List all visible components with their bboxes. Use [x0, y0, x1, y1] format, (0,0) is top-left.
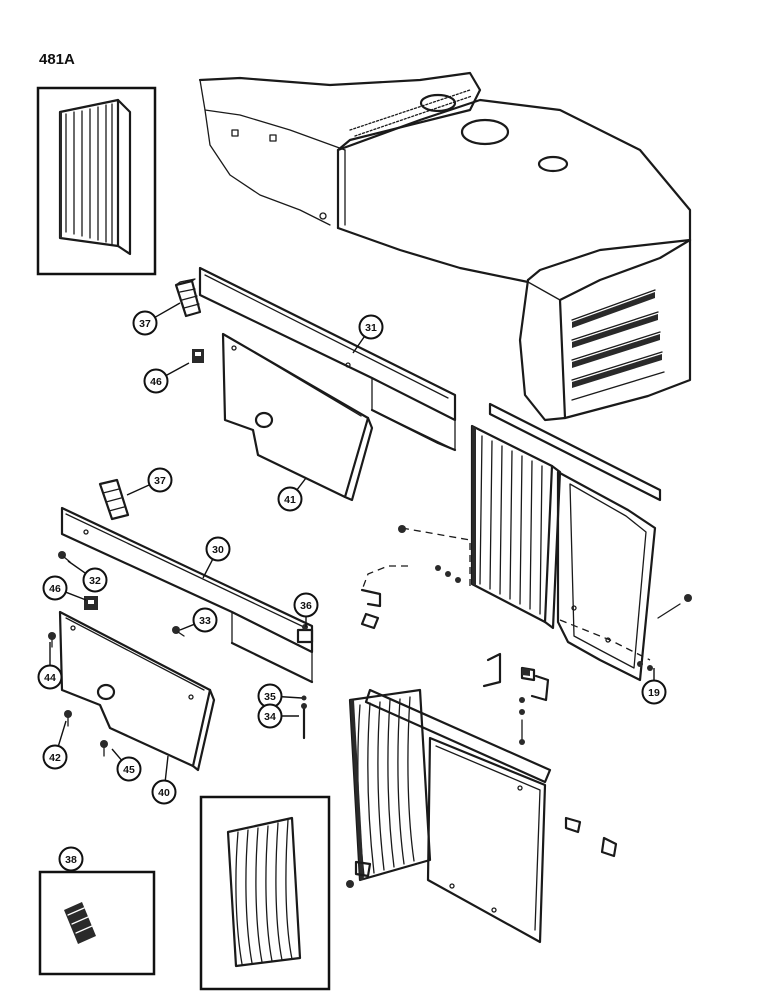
- callout-leader: [352, 336, 365, 354]
- bolt-34: [301, 703, 307, 740]
- callout-layer: 37 31 46 41 37 30 32 46 36 33 44 19 35 34 42 45 40 38: [37, 302, 667, 872]
- callout-leader: [281, 696, 303, 699]
- callout-42: 42: [42, 720, 68, 770]
- callout-circle: [151, 779, 177, 805]
- side-panel-lower: [60, 506, 314, 684]
- callout-leader: [67, 560, 86, 574]
- callout-number: 19: [648, 687, 660, 699]
- callout-number: 41: [284, 494, 296, 506]
- callout-number: 36: [300, 600, 312, 612]
- callout-34: 34: [257, 703, 299, 729]
- callout-number: 42: [49, 752, 61, 764]
- callout-circle: [192, 607, 218, 633]
- callout-number: 44: [44, 672, 56, 684]
- callout-circle: [257, 703, 283, 729]
- callout-40: 40: [151, 755, 177, 805]
- side-door-lower: [58, 610, 216, 772]
- callout-circle: [82, 567, 108, 593]
- hardware-upper: [360, 525, 692, 745]
- callout-leader: [57, 720, 67, 746]
- callout-44: 44: [37, 642, 63, 690]
- callout-46: 46: [42, 575, 87, 601]
- callout-leader: [179, 623, 195, 631]
- callout-circle: [293, 592, 319, 618]
- side-door-upper: [221, 332, 374, 502]
- callout-number: 46: [49, 583, 61, 595]
- callout-circle: [42, 575, 68, 601]
- callout-leader: [296, 477, 307, 490]
- callout-30: 30: [202, 536, 231, 579]
- callout-circle: [37, 664, 63, 690]
- callout-circle: [132, 310, 158, 336]
- page-label: 481A: [39, 51, 75, 68]
- callout-number: 30: [212, 544, 224, 556]
- inset-grille-bottom: [199, 795, 331, 991]
- callout-circle: [143, 368, 169, 394]
- callout-number: 37: [139, 318, 151, 330]
- hood-assembly: [198, 71, 692, 422]
- clip-lower: [84, 596, 98, 610]
- screw-33: [172, 626, 185, 637]
- screw-45: [100, 740, 108, 757]
- callout-circle: [42, 744, 68, 770]
- rubber-block-upper: [174, 278, 202, 318]
- callout-circle: [358, 314, 384, 340]
- callout-37: 37: [126, 467, 173, 496]
- rubber-block-lower: [98, 478, 130, 521]
- side-panel-upper: [198, 266, 457, 452]
- callout-leader: [65, 591, 87, 601]
- callout-circle: [116, 756, 142, 782]
- washer-35: [301, 695, 307, 701]
- callout-36: 36: [293, 592, 319, 627]
- callout-32: 32: [67, 560, 108, 593]
- inset-38: [38, 870, 156, 976]
- callout-number: 46: [150, 376, 162, 388]
- front-grille-upper: [470, 402, 662, 682]
- callout-35: 35: [257, 683, 303, 709]
- callout-number: 34: [264, 711, 276, 723]
- screw-32: [58, 551, 71, 563]
- callout-number: 40: [158, 787, 170, 799]
- callout-45: 45: [111, 748, 142, 782]
- callout-37: 37: [132, 302, 181, 336]
- callout-number: 33: [199, 615, 211, 627]
- callout-circle: [58, 846, 84, 872]
- screw-44: [48, 632, 56, 648]
- callout-leader: [202, 559, 214, 579]
- callout-leader: [166, 362, 190, 376]
- callout-number: 38: [65, 854, 77, 866]
- callout-41: 41: [277, 477, 307, 512]
- screw-42: [64, 710, 72, 727]
- callout-31: 31: [352, 314, 384, 354]
- callout-circle: [277, 486, 303, 512]
- clip-36: [296, 624, 314, 644]
- callout-number: 37: [154, 475, 166, 487]
- callout-circle: [205, 536, 231, 562]
- front-grille-lower: [346, 688, 618, 944]
- inset-grille-top: [36, 86, 157, 276]
- callout-leader: [126, 484, 150, 496]
- callout-33: 33: [179, 607, 218, 633]
- callout-leader: [164, 755, 169, 781]
- callout-19: 19: [641, 668, 667, 705]
- callout-circle: [641, 679, 667, 705]
- callout-leader: [111, 748, 122, 761]
- callout-circle: [147, 467, 173, 493]
- callout-38: 38: [58, 846, 84, 872]
- clip-upper: [192, 349, 204, 363]
- callout-number: 31: [365, 322, 377, 334]
- callout-number: 45: [123, 764, 135, 776]
- callout-number: 35: [264, 691, 276, 703]
- callout-46: 46: [143, 362, 190, 394]
- callout-leader: [155, 302, 181, 318]
- callout-number: 32: [89, 575, 101, 587]
